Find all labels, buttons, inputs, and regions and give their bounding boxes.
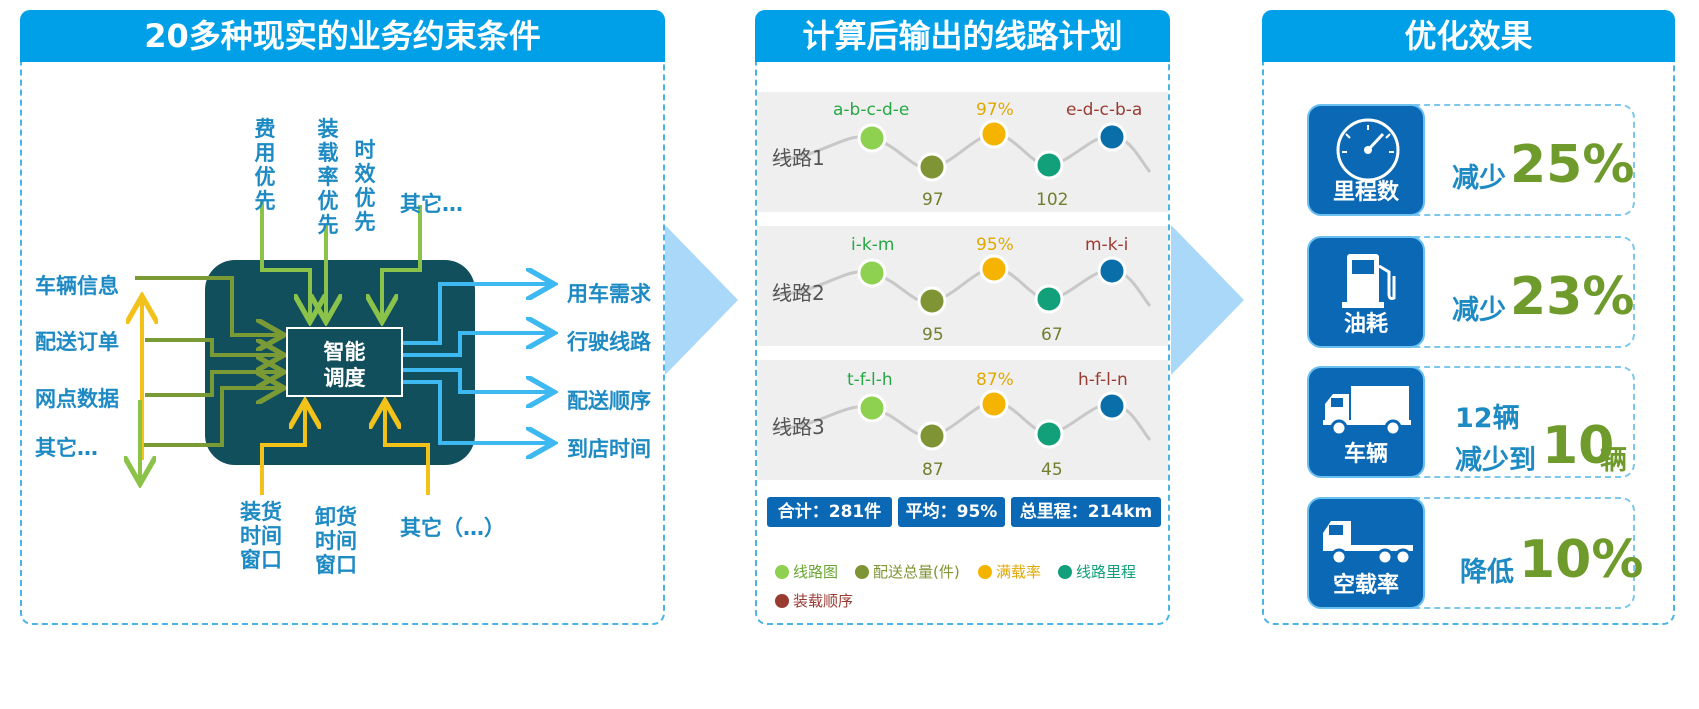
input-network-data: 网点数据 xyxy=(35,387,119,411)
route-plan-panel-title: 计算后输出的线路计划 xyxy=(755,10,1170,62)
route-loadrate-2: 95% xyxy=(976,235,1014,255)
effect-prefix-vehicle: 减少到 xyxy=(1455,445,1536,476)
arrow-loading-window xyxy=(260,405,305,495)
input-vehicle-info: 车辆信息 xyxy=(35,274,119,298)
route-mileage-2: 67 xyxy=(1041,325,1063,345)
input-time-priority: 时效优先 xyxy=(354,138,376,234)
route-name-3: 线路3 xyxy=(772,415,825,439)
route-wave-1 xyxy=(771,119,1152,182)
tile-fuel: 油耗 xyxy=(1307,236,1425,348)
arrow-driving-route xyxy=(402,333,550,357)
fuel-pump-icon xyxy=(1342,254,1396,308)
effect-value-mileage: 25% xyxy=(1510,135,1635,195)
arrow-vehicle-info xyxy=(135,276,280,335)
arrow-other-left xyxy=(140,388,280,447)
arrow-delivery-order xyxy=(145,338,280,355)
output-delivery-sequence: 配送顺序 xyxy=(567,389,651,413)
output-vehicle-demand: 用车需求 xyxy=(567,282,651,306)
constraints-panel-title: 20多种现实的业务约束条件 xyxy=(20,10,665,62)
route-chart-1: a-b-c-d-e xyxy=(833,100,910,120)
constraints-panel: 20多种现实的业务约束条件 xyxy=(20,10,665,625)
legend-dot-volume xyxy=(855,565,869,579)
input-delivery-order: 配送订单 xyxy=(35,330,119,354)
tile-label-vehicle: 车辆 xyxy=(1343,442,1388,467)
route-wave-3 xyxy=(771,389,1152,451)
arrow-other-top xyxy=(382,205,422,318)
legend-volume: 配送总量(件) xyxy=(855,561,960,582)
legend-dot-order xyxy=(775,594,789,608)
input-cost-priority: 费用优先 xyxy=(254,117,276,213)
route-order-1: e-d-c-b-a xyxy=(1066,100,1143,120)
input-unloading-window: 卸货时间窗口 xyxy=(315,505,357,577)
legend-dot-mileage xyxy=(1058,565,1072,579)
effect-prefix-mileage: 减少 xyxy=(1452,163,1506,194)
route-loadrate-1: 97% xyxy=(976,100,1014,120)
input-load-priority: 装载率优先 xyxy=(317,117,339,237)
effect-value-empty: 10% xyxy=(1519,530,1644,590)
arrow-arrival-time xyxy=(402,380,550,443)
route-mileage-3: 45 xyxy=(1041,460,1063,480)
route-wave-2 xyxy=(771,254,1152,316)
summary-mileage: 总里程：214km xyxy=(1011,497,1161,527)
tile-label-empty: 空载率 xyxy=(1332,573,1399,598)
speedometer-icon xyxy=(1336,118,1400,182)
output-driving-route: 行驶线路 xyxy=(567,330,651,354)
effect-value-fuel: 23% xyxy=(1510,267,1635,327)
tile-label-fuel: 油耗 xyxy=(1343,312,1388,337)
input-other-bottom: 其它（…） xyxy=(400,516,505,540)
flow-arrow-1 xyxy=(665,225,738,375)
output-arrival-time: 到店时间 xyxy=(567,437,651,461)
tile-empty: 空载率 xyxy=(1307,497,1425,609)
route-name-1: 线路1 xyxy=(772,146,825,170)
legend-route-chart: 线路图 xyxy=(775,561,838,582)
route-name-2: 线路2 xyxy=(772,281,825,305)
arrow-vehicle-demand xyxy=(402,284,550,345)
optimization-panel: 优化效果 xyxy=(1262,10,1675,625)
optimization-panel-title: 优化效果 xyxy=(1262,10,1675,62)
effect-before-vehicle: 12辆 xyxy=(1455,403,1520,434)
route-order-2: m-k-i xyxy=(1085,235,1129,255)
route-loadrate-3: 87% xyxy=(976,370,1014,390)
input-other-top: 其它… xyxy=(400,192,463,216)
effect-value-vehicle: 10 xyxy=(1542,416,1615,476)
route-volume-2: 95 xyxy=(922,325,944,345)
effect-prefix-empty: 降低 xyxy=(1460,557,1514,588)
core-label-1: 智能 xyxy=(323,340,366,364)
summary-average: 平均：95% xyxy=(898,497,1005,527)
arrow-other-bottom xyxy=(385,405,430,495)
core-label-2: 调度 xyxy=(323,366,366,390)
arrow-delivery-sequence xyxy=(402,368,550,392)
legend-dot-route xyxy=(775,565,789,579)
effect-prefix-fuel: 减少 xyxy=(1452,295,1506,326)
route-chart-3: t-f-l-h xyxy=(847,370,893,390)
route-volume-1: 97 xyxy=(922,190,944,210)
route-plan-panel: 计算后输出的线路计划 xyxy=(755,10,1170,625)
empty-truck-icon xyxy=(1323,521,1413,566)
legend-mileage: 线路里程 xyxy=(1058,561,1136,582)
scheduling-box xyxy=(286,327,403,397)
flow-arrow-2 xyxy=(1171,225,1244,375)
input-loading-window: 装货时间窗口 xyxy=(240,500,282,572)
route-volume-3: 87 xyxy=(922,460,944,480)
route-mileage-1: 102 xyxy=(1036,190,1069,210)
route-chart-2: i-k-m xyxy=(851,235,895,255)
truck-icon xyxy=(1323,386,1411,437)
tile-vehicle: 车辆 xyxy=(1307,366,1425,478)
summary-total: 合计：281件 xyxy=(767,497,892,527)
legend-load-order: 装载顺序 xyxy=(775,590,853,611)
tile-mileage: 里程数 xyxy=(1307,104,1425,216)
effect-unit-vehicle: 辆 xyxy=(1600,445,1627,476)
legend-load-rate: 满载率 xyxy=(978,561,1041,582)
tile-label-mileage: 里程数 xyxy=(1332,180,1399,205)
arrow-network-data xyxy=(145,372,280,397)
input-other-left: 其它… xyxy=(35,436,98,460)
legend-dot-loadrate xyxy=(978,565,992,579)
route-order-3: h-f-l-n xyxy=(1078,370,1128,390)
